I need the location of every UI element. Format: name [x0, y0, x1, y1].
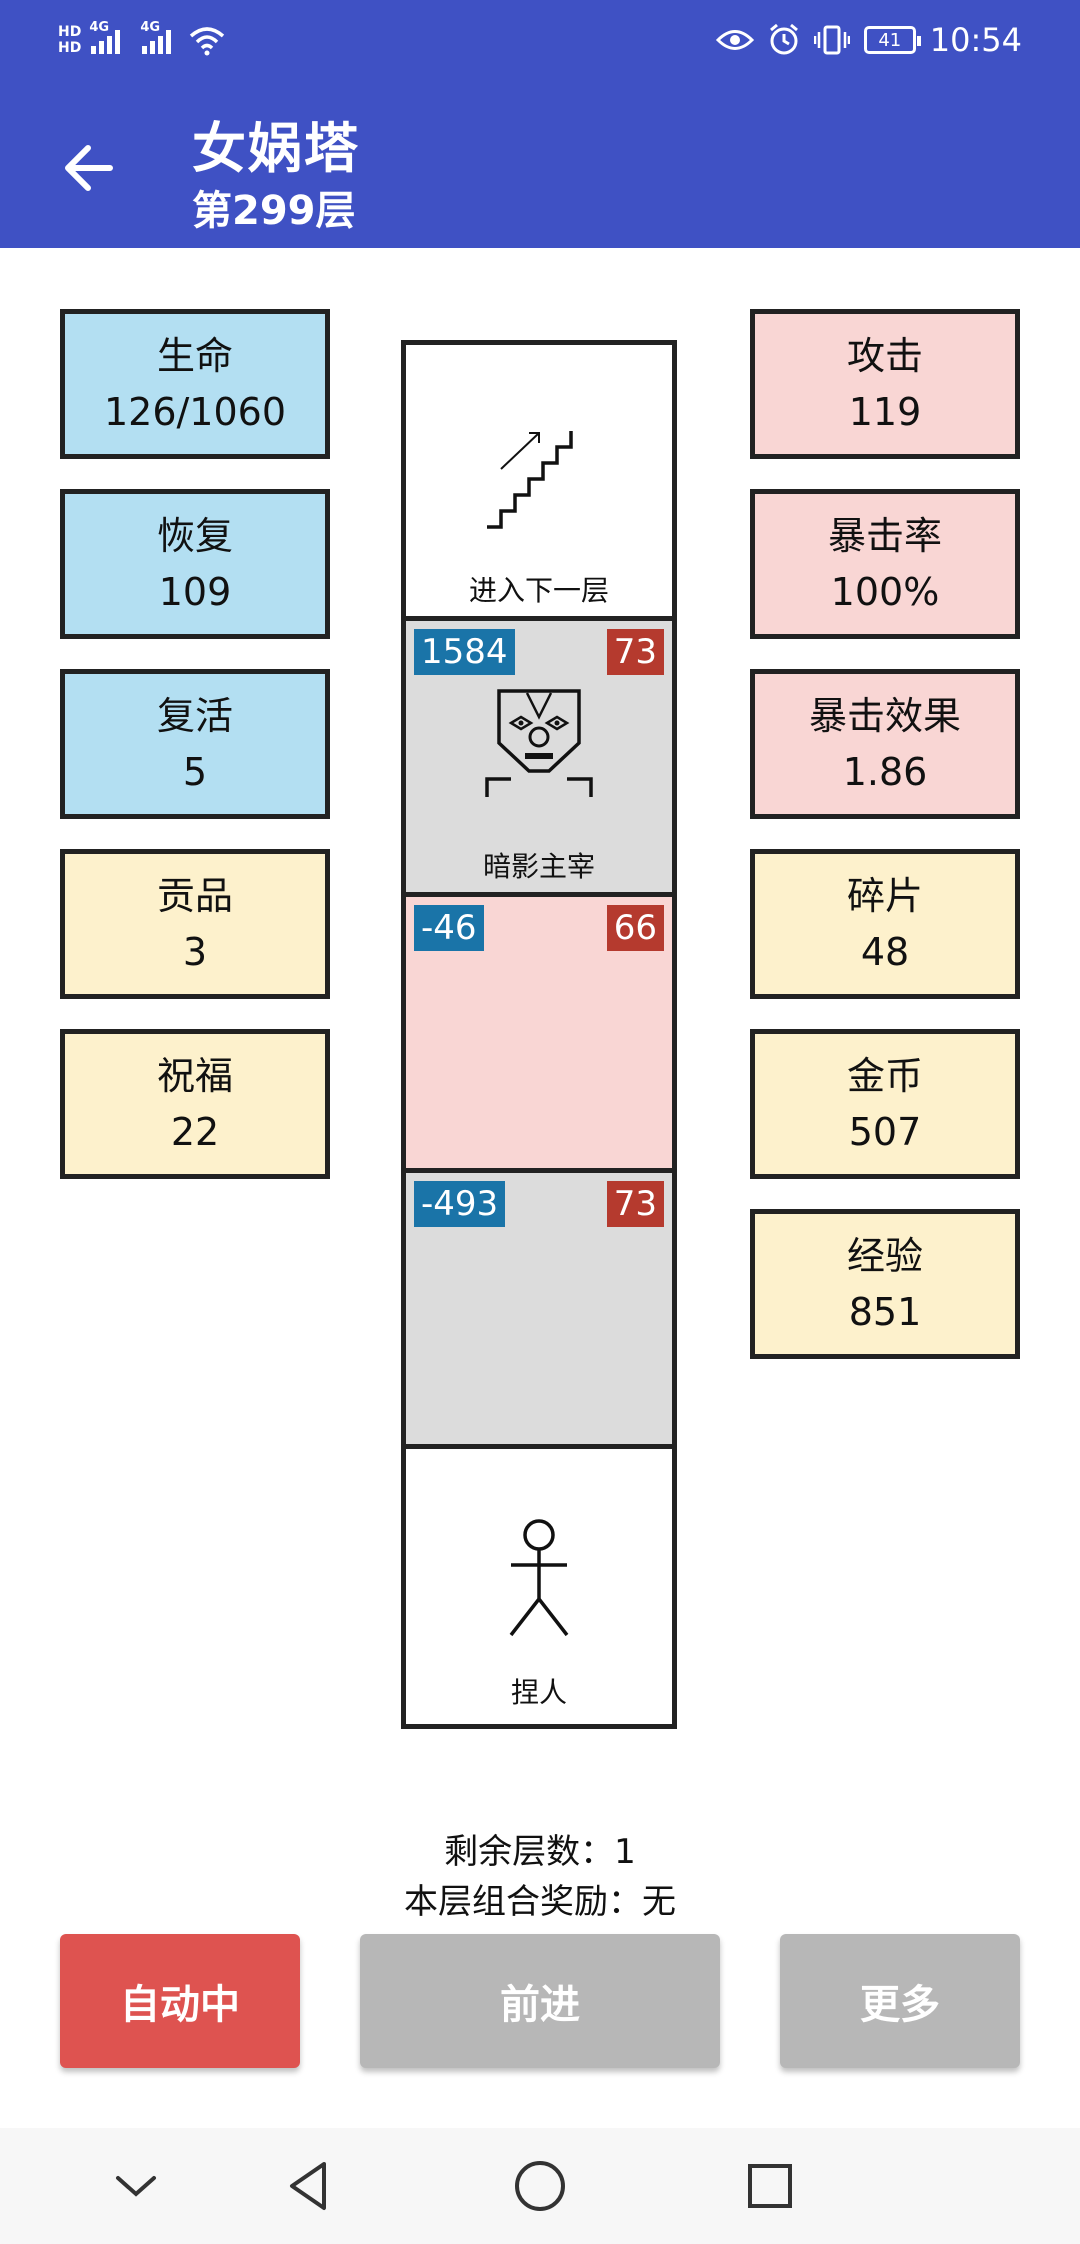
stat-tribute: 贡品 3 — [60, 849, 330, 999]
cell-hp-badge: -493 — [414, 1181, 506, 1227]
stat-attack: 攻击 119 — [750, 309, 1020, 459]
cell-enemy[interactable]: -46 66 — [406, 897, 672, 1173]
stat-label: 复活 — [156, 694, 233, 738]
more-button[interactable]: 更多 — [780, 1934, 1020, 2068]
forward-button[interactable]: 前进 — [360, 1934, 720, 2068]
app-header: HD HD 4G 4G — [0, 0, 1080, 248]
stairs-icon — [487, 431, 573, 529]
boss-atk-badge: 73 — [606, 629, 664, 675]
cell-atk-badge: 73 — [606, 1181, 664, 1227]
stat-value: 3 — [182, 930, 208, 974]
stick-figure-icon — [509, 1519, 569, 1637]
boss-name: 暗影主宰 — [482, 850, 595, 883]
stat-crit-rate: 暴击率 100% — [750, 489, 1020, 639]
mask-icon — [485, 689, 593, 797]
signal-icon-2: 4G — [140, 20, 172, 54]
eye-icon — [715, 30, 754, 50]
floor-subtitle: 第299层 — [192, 188, 356, 234]
clock: 10:54 — [929, 21, 1022, 59]
wifi-icon — [190, 27, 225, 56]
tower: 进入下一层 1584 73 暗影主宰 -46 66 -493 73 捏人 — [401, 340, 677, 1729]
stat-label: 贡品 — [156, 874, 233, 918]
cell-stairs[interactable]: 进入下一层 — [406, 345, 672, 621]
cell-empty[interactable]: -493 73 — [406, 1173, 672, 1449]
boss-hp-badge: 1584 — [414, 629, 515, 675]
hd2-icon: HD — [58, 40, 82, 56]
stat-label: 暴击率 — [827, 514, 942, 558]
stairs-caption: 进入下一层 — [468, 574, 609, 607]
floor-bonus: 本层组合奖励：无 — [404, 1882, 676, 1922]
cell-hp-badge: -46 — [414, 905, 484, 951]
alarm-icon — [769, 23, 798, 55]
stat-value: 1.86 — [842, 750, 928, 794]
status-left: HD HD 4G 4G — [58, 12, 227, 68]
stat-shards: 碎片 48 — [750, 849, 1020, 999]
stat-exp: 经验 851 — [750, 1209, 1020, 1359]
stat-value: 109 — [158, 570, 232, 614]
hd1-icon: HD — [58, 24, 82, 40]
stat-value: 507 — [848, 1110, 922, 1154]
stat-value: 119 — [848, 390, 922, 434]
stat-label: 暴击效果 — [808, 694, 961, 738]
stat-label: 金币 — [846, 1054, 923, 1098]
stat-value: 126/1060 — [103, 390, 287, 434]
stat-label: 攻击 — [846, 334, 923, 378]
back-arrow-icon[interactable] — [58, 138, 118, 198]
stat-gold: 金币 507 — [750, 1029, 1020, 1179]
battery-icon: 41 — [863, 26, 921, 54]
stat-value: 851 — [848, 1290, 922, 1334]
stat-regen: 恢复 109 — [60, 489, 330, 639]
status-right: 41 10:54 — [715, 16, 1022, 64]
chevron-down-icon[interactable] — [104, 2154, 168, 2218]
stat-value: 5 — [182, 750, 208, 794]
stat-label: 经验 — [846, 1234, 923, 1278]
stat-revive: 复活 5 — [60, 669, 330, 819]
stat-label: 生命 — [156, 334, 233, 378]
stat-value: 100% — [830, 570, 940, 614]
stat-crit-effect: 暴击效果 1.86 — [750, 669, 1020, 819]
back-triangle-icon[interactable] — [278, 2154, 342, 2218]
hd-indicators: HD HD — [58, 24, 81, 56]
page-title: 女娲塔 — [192, 117, 360, 180]
stat-value: 22 — [170, 1110, 220, 1154]
cell-player[interactable]: 捏人 — [406, 1449, 672, 1724]
stat-value: 48 — [860, 930, 910, 974]
recents-square-icon[interactable] — [738, 2154, 802, 2218]
player-caption: 捏人 — [510, 1676, 567, 1709]
vibrate-icon — [813, 25, 850, 55]
auto-button[interactable]: 自动中 — [60, 1934, 300, 2068]
stat-label: 碎片 — [846, 874, 923, 918]
remaining-floors: 剩余层数：1 — [444, 1832, 636, 1872]
cell-atk-badge: 66 — [606, 905, 664, 951]
home-circle-icon[interactable] — [508, 2154, 572, 2218]
system-nav-bar — [0, 2128, 1080, 2244]
cell-boss[interactable]: 1584 73 暗影主宰 — [406, 621, 672, 897]
signal-icon-1: 4G — [89, 20, 121, 54]
stat-blessing: 祝福 22 — [60, 1029, 330, 1179]
status-bar: HD HD 4G 4G — [0, 0, 1080, 80]
stat-label: 祝福 — [156, 1054, 233, 1098]
stat-label: 恢复 — [156, 514, 233, 558]
stat-hp: 生命 126/1060 — [60, 309, 330, 459]
